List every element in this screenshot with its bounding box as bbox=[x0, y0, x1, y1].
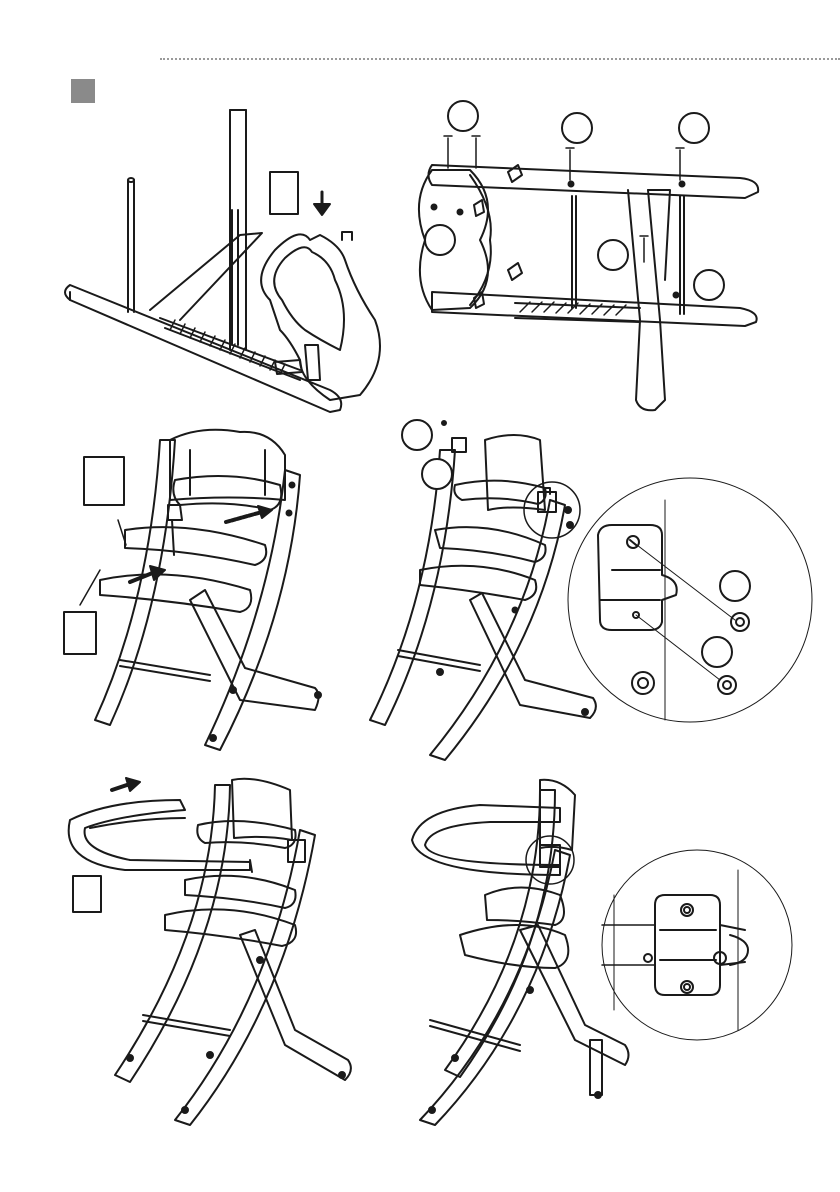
callout-circle-6 bbox=[694, 270, 724, 300]
panel-6-tray-locked bbox=[412, 780, 792, 1125]
part-label-box-a bbox=[270, 172, 298, 214]
panel-5-slide-tray bbox=[69, 778, 351, 1125]
callout-circle-4 bbox=[425, 225, 455, 255]
callout-circle-8 bbox=[422, 459, 452, 489]
callout-circle-7 bbox=[402, 420, 432, 450]
panel-1-base-frame bbox=[65, 110, 380, 412]
callout-circle-3 bbox=[679, 113, 709, 143]
callout-circle-9 bbox=[720, 571, 750, 601]
callout-circle-10 bbox=[702, 637, 732, 667]
part-label-box-b bbox=[84, 457, 124, 505]
callout-circle-2 bbox=[562, 113, 592, 143]
callout-circle-1 bbox=[448, 101, 478, 131]
callout-circle-5 bbox=[598, 240, 628, 270]
part-label-box-c bbox=[64, 612, 96, 654]
part-label-box-d bbox=[73, 876, 101, 912]
